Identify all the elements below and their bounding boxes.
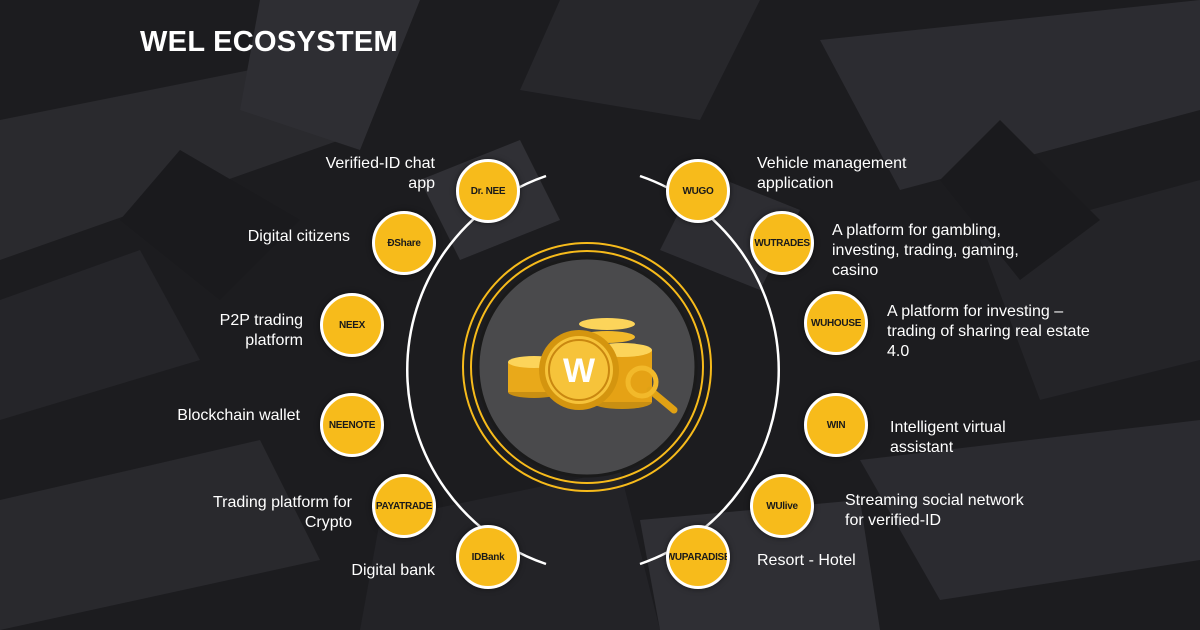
center-coin-emblem: W (462, 242, 712, 492)
neex-logo-button[interactable]: NEEX (320, 293, 384, 357)
wulive-logo-button[interactable]: WUlive (750, 474, 814, 538)
wugo-logo-button[interactable]: WUGO (666, 159, 730, 223)
gold-coins-wel-logo-icon: W (508, 318, 678, 414)
idbank-logo-button[interactable]: IDBank (456, 525, 520, 589)
wuhouse-logo-button[interactable]: WUHOUSE (804, 291, 868, 355)
dr-nee-description: Verified-ID chat app (325, 155, 435, 192)
idbank-description: Digital bank (351, 562, 435, 579)
win-logo-button[interactable]: WIN (804, 393, 868, 457)
wuparadise-description: Resort - Hotel (757, 552, 856, 569)
wugo-description: Vehicle management application (757, 155, 907, 192)
neenote-logo-button[interactable]: NEENOTE (320, 393, 384, 457)
wuhouse-description: A platform for investing – trading of sh… (887, 303, 1090, 360)
page-title: WEL ECOSYSTEM (140, 26, 398, 58)
dshare-logo-button[interactable]: ĐShare (372, 211, 436, 275)
wuparadise-logo-button[interactable]: WUPARADISE (666, 525, 730, 589)
dr-nee-logo-button[interactable]: Dr. NEE (456, 159, 520, 223)
wulive-description: Streaming social network for verified-ID (845, 492, 1024, 529)
dshare-description: Digital citizens (247, 228, 350, 245)
neenote-description: Blockchain wallet (177, 407, 300, 424)
neex-description: P2P trading platform (219, 312, 303, 349)
wutrades-logo-button[interactable]: WUTRADES (750, 211, 814, 275)
win-description: Intelligent virtual assistant (890, 419, 1006, 456)
wutrades-description: A platform for gambling, investing, trad… (832, 222, 1019, 279)
payatrade-description: Trading platform for Crypto (212, 494, 352, 531)
center-logo-text: W (563, 352, 596, 390)
payatrade-logo-button[interactable]: PAYATRADE (372, 474, 436, 538)
